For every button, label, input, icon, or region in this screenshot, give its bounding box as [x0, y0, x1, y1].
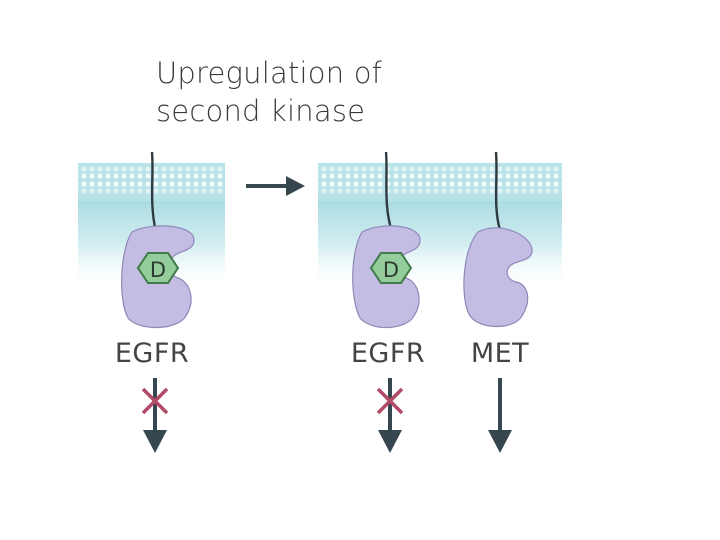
membrane-right [318, 163, 562, 201]
egfr-transmembrane-right [384, 151, 394, 233]
block-cross-left [141, 387, 169, 415]
active-signal-arrow-met [488, 378, 512, 453]
met-receptor [463, 227, 533, 327]
met-label: MET [471, 338, 529, 369]
transition-arrow [246, 176, 305, 196]
drug-hexagon-right [369, 252, 413, 284]
egfr-transmembrane-left [150, 151, 158, 233]
met-transmembrane [494, 151, 502, 231]
drug-hexagon-left [136, 252, 180, 284]
egfr-label-left: EGFR [115, 338, 189, 369]
left-panel: D EGFR [78, 151, 225, 453]
drug-label-left: D [150, 258, 166, 282]
title-line-1: Upregulation of [156, 56, 383, 90]
blocked-signal-arrow-left [143, 378, 167, 453]
blocked-signal-arrow-right [378, 378, 402, 453]
egfr-label-right: EGFR [351, 338, 425, 369]
block-cross-right [376, 387, 404, 415]
diagram-title: Upregulation of second kinase [156, 54, 382, 130]
right-panel: D EGFR MET [318, 151, 562, 453]
title-line-2: second kinase [156, 94, 366, 128]
drug-label-right: D [383, 258, 399, 282]
